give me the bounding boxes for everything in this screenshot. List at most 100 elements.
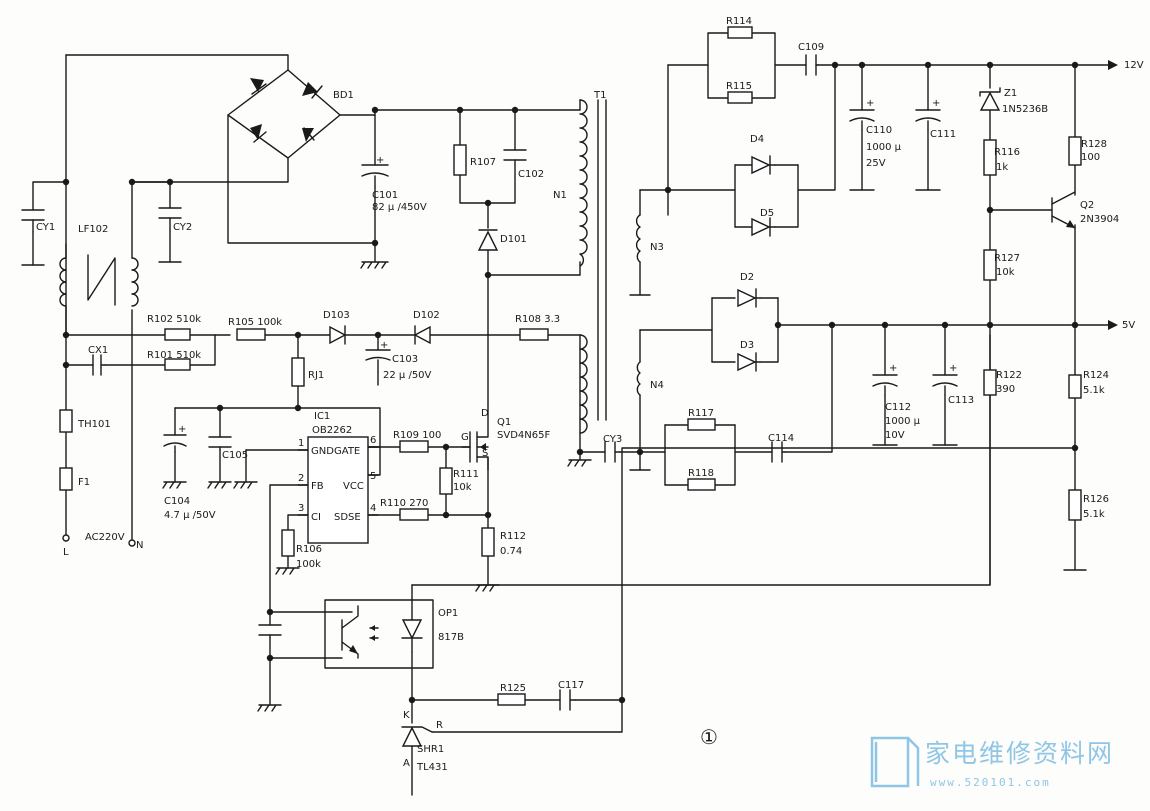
label-pin-sdse: SDSE — [334, 512, 361, 523]
label-shr1-k: K — [403, 710, 410, 721]
label-r127: R127 — [994, 253, 1020, 264]
label-op1-part: 817B — [438, 632, 464, 643]
labels: CY1 LF102 CY2 CX1 TH101 F1 L N AC220V BD… — [36, 16, 1144, 773]
label-pin3: 3 — [298, 503, 304, 514]
label-r112: R112 — [500, 531, 526, 542]
label-figure-number: ① — [700, 725, 718, 749]
label-lf102: LF102 — [78, 224, 108, 235]
label-c103: C103 — [392, 354, 418, 365]
label-r112-val: 0.74 — [500, 546, 522, 557]
label-pin1: 1 — [298, 438, 304, 449]
label-c112: C112 — [885, 402, 911, 413]
transistor-q2 — [1051, 191, 1076, 229]
diodes — [329, 87, 1001, 747]
label-pin-ci: CI — [311, 512, 321, 523]
label-c110: C110 — [866, 125, 892, 136]
label-c109: C109 — [798, 42, 824, 53]
label-r126: R126 — [1083, 494, 1109, 505]
label-c104-val: 4.7 μ /50V — [164, 510, 216, 521]
label-ic1-part: OB2262 — [312, 425, 352, 436]
watermark-text: 家电维修资料网 — [925, 739, 1114, 768]
label-pin4: 4 — [370, 503, 376, 514]
label-q1-s: S — [482, 448, 488, 459]
watermark-url: www.520101.com — [930, 776, 1051, 789]
label-out-12v: 12V — [1124, 60, 1144, 71]
ic1-ob2262 — [297, 436, 379, 544]
label-pin5: 5 — [370, 471, 376, 482]
primary-wires — [32, 54, 581, 706]
resistors — [59, 26, 1082, 706]
label-r114: R114 — [726, 16, 752, 27]
optocoupler-op1 — [324, 599, 434, 669]
label-r109: R109 100 — [393, 430, 441, 441]
label-r107: R107 — [470, 157, 496, 168]
svg-text:+: + — [889, 363, 897, 374]
label-c110-val1: 1000 μ — [866, 142, 902, 153]
label-r117: R117 — [688, 408, 714, 419]
label-cy3: CY3 — [603, 434, 622, 445]
label-r124: R124 — [1083, 370, 1109, 381]
label-d101: D101 — [500, 234, 527, 245]
label-ac220v: AC220V — [85, 532, 125, 543]
label-c105: C105 — [222, 450, 248, 461]
label-r122-val: 390 — [996, 384, 1015, 395]
watermark: 家电维修资料网 www.520101.com — [870, 736, 1114, 789]
label-c101: C101 — [372, 190, 398, 201]
label-q1-part: SVD4N65F — [497, 430, 550, 441]
label-d4: D4 — [750, 134, 764, 145]
label-r128: R128 — [1081, 139, 1107, 150]
label-q1-d: D — [481, 408, 489, 419]
label-q1-g: G — [461, 432, 469, 443]
label-r127-val: 10k — [996, 267, 1015, 278]
label-r110: R110 270 — [380, 498, 428, 509]
label-q2-part: 2N3904 — [1080, 214, 1119, 225]
junction-dots — [62, 61, 1079, 704]
label-pin2: 2 — [298, 473, 304, 484]
label-shr1-r: R — [436, 720, 443, 731]
label-c114: C114 — [768, 433, 794, 444]
label-r128-val: 100 — [1081, 152, 1100, 163]
label-zd1: Z1 — [1004, 88, 1017, 99]
label-out-5v: 5V — [1122, 320, 1135, 331]
label-d103: D103 — [323, 310, 350, 321]
secondary-wires — [579, 32, 1111, 586]
label-r108: R108 3.3 — [515, 314, 560, 325]
label-zd1-part: 1N5236B — [1002, 104, 1048, 115]
label-c103-val: 22 μ /50V — [383, 370, 432, 381]
label-pin-fb: FB — [311, 481, 324, 492]
label-f1: F1 — [78, 477, 90, 488]
label-r101: R101 510k — [147, 350, 201, 361]
label-shr1-part: TL431 — [416, 762, 448, 773]
bridge-rectifier-bd1 — [227, 69, 341, 159]
label-r115: R115 — [726, 81, 752, 92]
label-pin-gate: GATE — [334, 446, 360, 457]
label-c102: C102 — [518, 169, 544, 180]
label-r111-val: 10k — [453, 482, 472, 493]
label-r106-val: 100k — [296, 559, 321, 570]
label-c112-val2: 10V — [885, 430, 905, 441]
label-op1: OP1 — [438, 608, 458, 619]
ground-symbols — [21, 189, 1087, 712]
label-pin-vcc: VCC — [343, 481, 364, 492]
label-shr1-a: A — [403, 758, 410, 769]
label-r106: R106 — [296, 544, 322, 555]
label-n3: N3 — [650, 242, 664, 253]
label-th101: TH101 — [77, 419, 111, 430]
label-c111: C111 — [930, 129, 956, 140]
label-r124-val: 5.1k — [1083, 385, 1105, 396]
label-n4: N4 — [650, 380, 664, 391]
magnetics — [59, 99, 641, 434]
terminals — [62, 60, 1118, 547]
svg-text:+: + — [376, 155, 384, 166]
label-t1: T1 — [593, 90, 606, 101]
label-q2: Q2 — [1080, 200, 1094, 211]
label-c104: C104 — [164, 496, 190, 507]
label-r105: R105 100k — [228, 317, 282, 328]
label-q1: Q1 — [497, 417, 511, 428]
label-c117: C117 — [558, 680, 584, 691]
label-d5: D5 — [760, 208, 774, 219]
label-r111: R111 — [453, 469, 479, 480]
svg-text:+: + — [949, 363, 957, 374]
label-cy1: CY1 — [36, 222, 55, 233]
